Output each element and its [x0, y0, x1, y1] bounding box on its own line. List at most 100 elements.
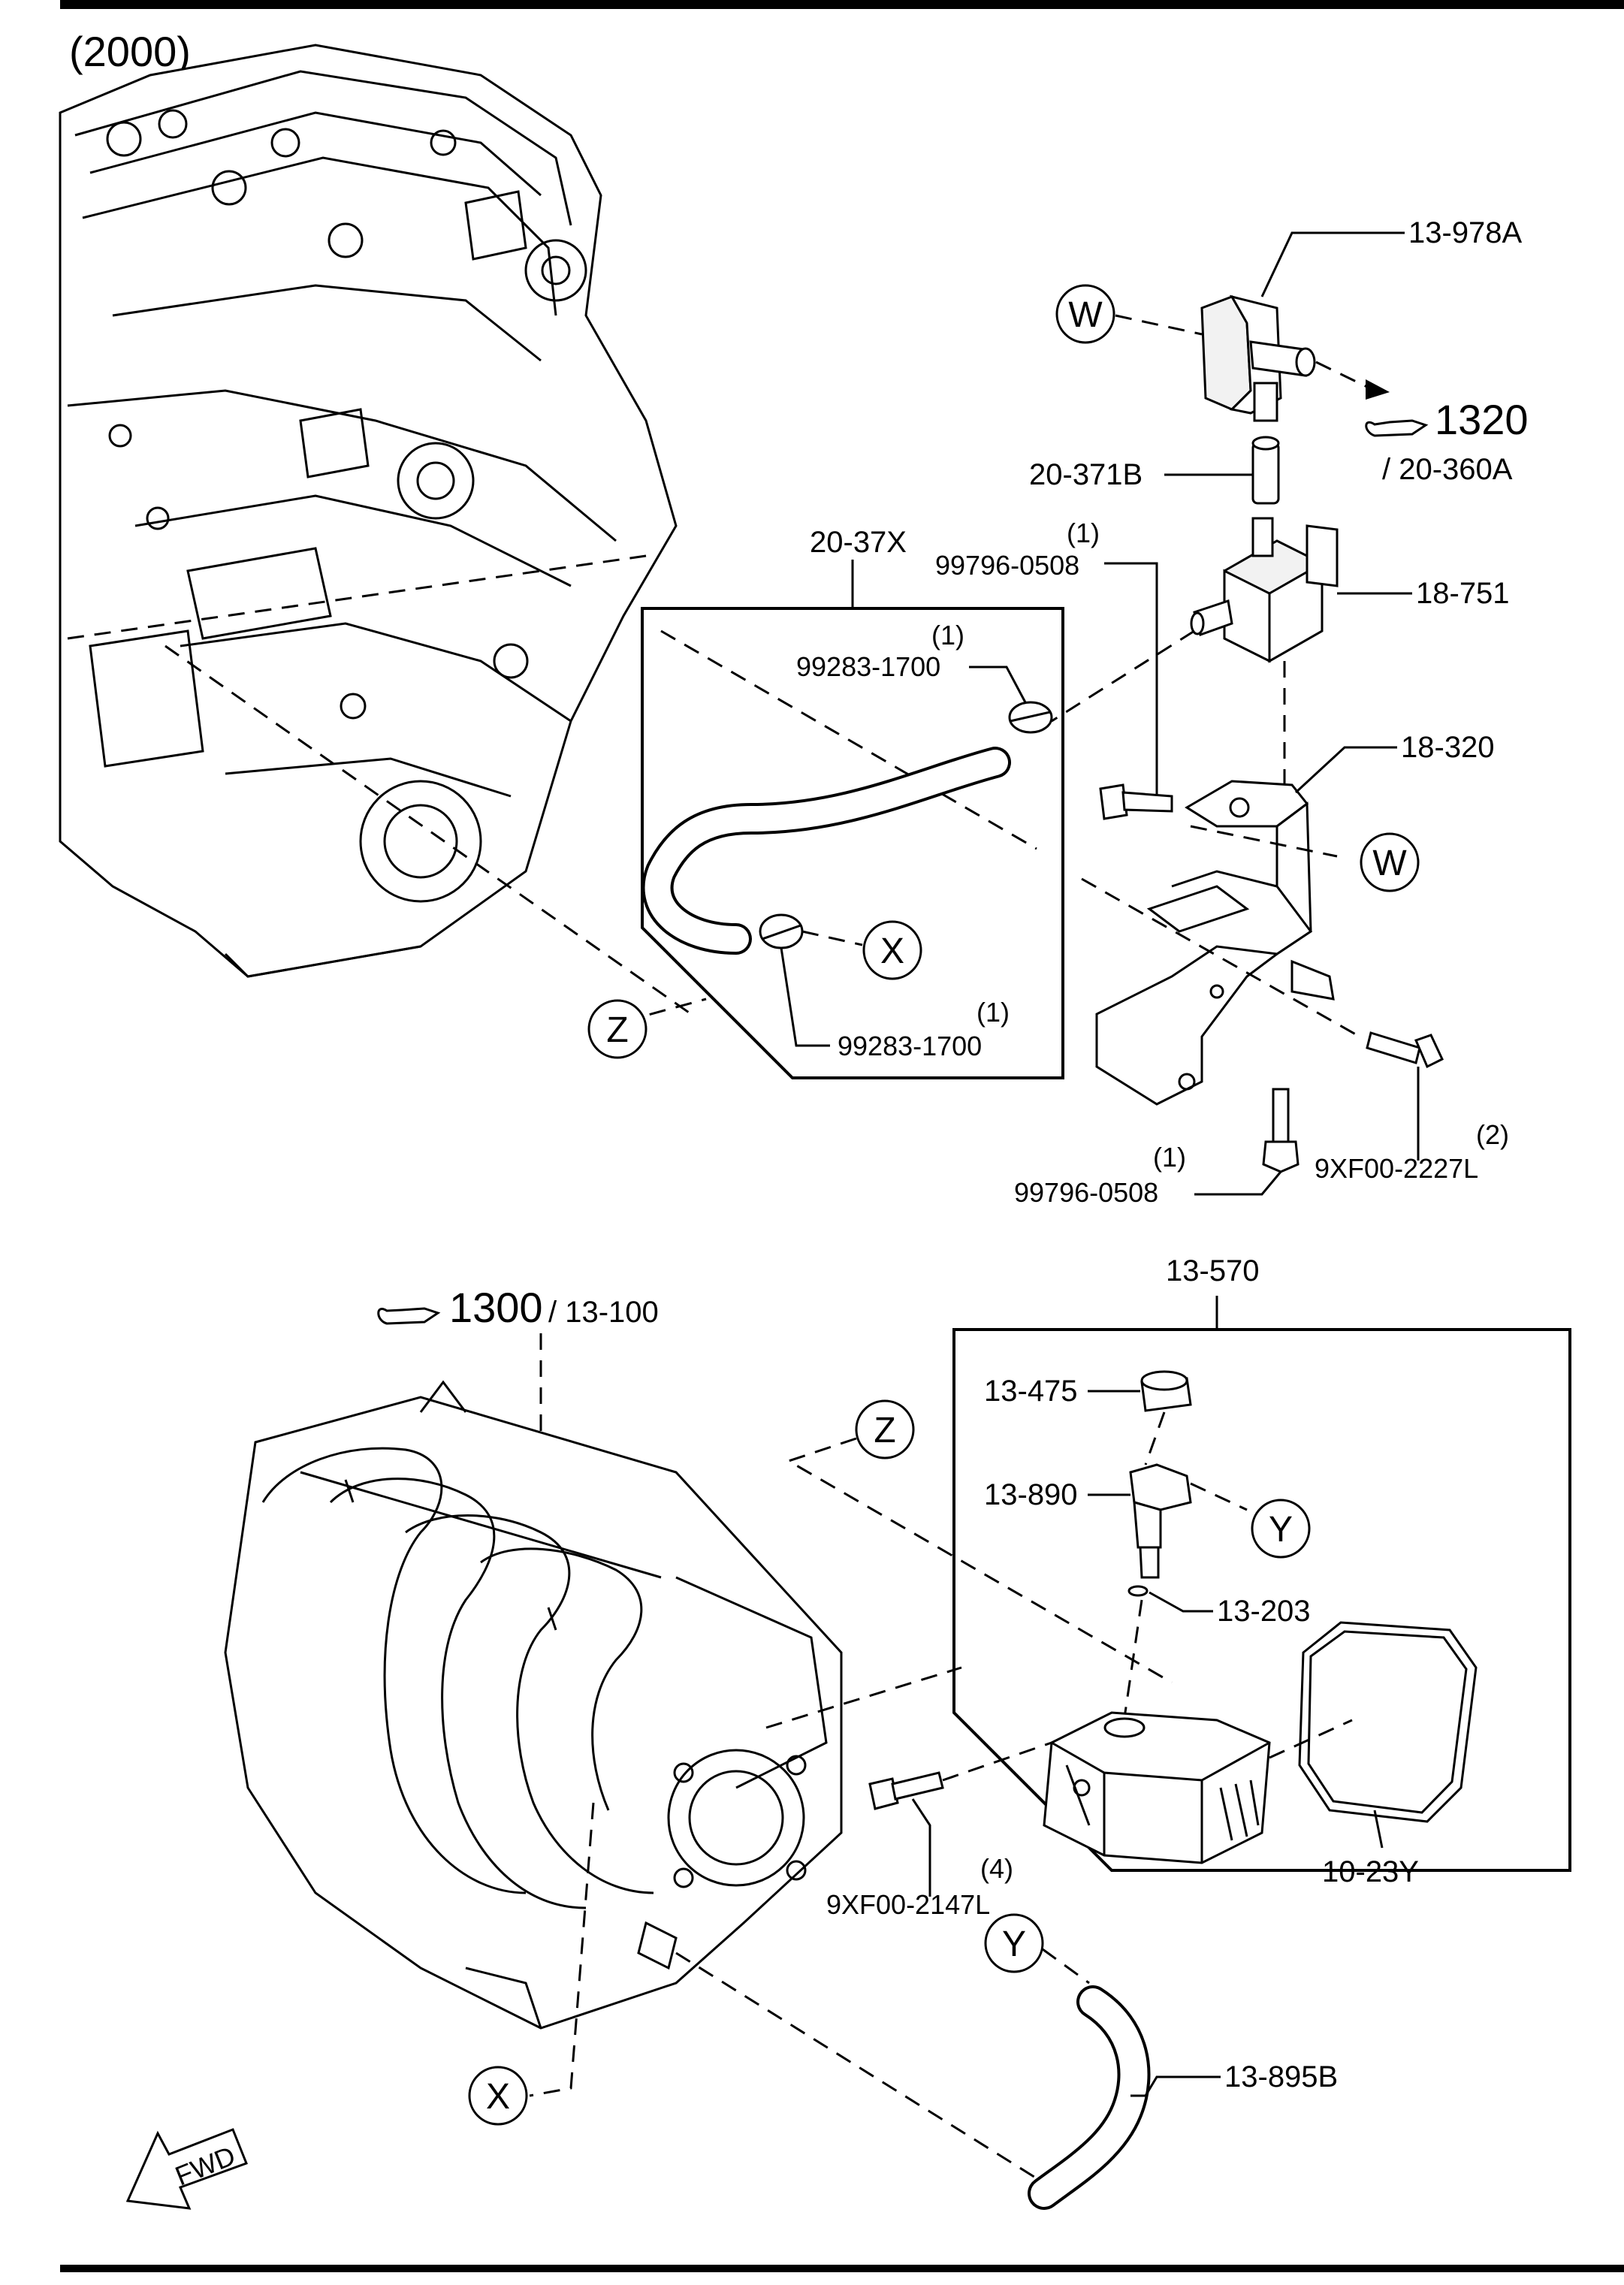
callout-w-top: W — [1055, 284, 1115, 344]
variant-label: (2000) — [69, 28, 191, 75]
leader-w-lower — [1190, 825, 1338, 858]
reference-1300: 1300 / 13-100 — [377, 1284, 659, 1331]
part-99283-1700-top: 99283-1700 — [796, 651, 940, 682]
callout-y-box: Y — [1251, 1499, 1311, 1559]
bolt-9XF00-2227L — [1366, 1031, 1444, 1069]
part-13-203: 13-203 — [1217, 1595, 1311, 1628]
svg-text:Y: Y — [1002, 1924, 1026, 1964]
part-20-37X: 20-37X — [810, 526, 907, 559]
part-10-23Y: 10-23Y — [1322, 1855, 1419, 1888]
svg-text:Y: Y — [1269, 1510, 1293, 1550]
leader-13-978A — [1260, 231, 1405, 297]
leader-engine-box-top — [67, 554, 647, 640]
box-dash-line — [660, 629, 1037, 850]
gasket-10-23Y-illustration — [1298, 1621, 1478, 1823]
pcv-cover-box — [952, 1328, 1571, 1872]
cylinder-head-cover-illustration — [1043, 1711, 1271, 1864]
part-13-203-illustration — [1127, 1585, 1149, 1597]
part-99796-0508-top: 99796-0508 — [935, 550, 1079, 581]
part-20-371B-illustration — [1251, 436, 1280, 505]
svg-text:1320: 1320 — [1435, 396, 1529, 443]
leader-99796-top — [1104, 562, 1158, 796]
qty-99796-top: (1) — [1067, 518, 1100, 548]
leader-cover-gasket — [1269, 1719, 1353, 1759]
part-13-890-illustration — [1129, 1463, 1192, 1579]
leader-manifold-hose — [675, 1951, 1037, 2180]
part-9XF00-2147L: 9XF00-2147L — [826, 1889, 990, 1920]
svg-text:X: X — [880, 931, 904, 971]
part-18-320-illustration — [1095, 780, 1335, 1106]
leader-13-203 — [1149, 1591, 1213, 1613]
leader-1320 — [1315, 361, 1375, 392]
leader-99283-top — [969, 666, 1027, 703]
leader-18-320 — [1294, 746, 1397, 794]
top-rule — [60, 0, 1624, 9]
bolt-99796-bottom — [1262, 1088, 1300, 1173]
qty-99283-top: (1) — [931, 620, 964, 650]
leader-bolt-cover — [942, 1741, 1052, 1782]
callout-x-top: X — [862, 920, 922, 980]
part-18-320: 18-320 — [1401, 731, 1495, 764]
leader-y-bottom — [1042, 1948, 1090, 1985]
part-13-570: 13-570 — [1166, 1254, 1260, 1287]
part-18-751: 18-751 — [1416, 577, 1510, 610]
engine-block-illustration — [59, 44, 678, 978]
part-13-895B: 13-895B — [1224, 2060, 1338, 2093]
part-13-475: 13-475 — [984, 1375, 1078, 1408]
callout-z-top: Z — [587, 999, 647, 1059]
svg-text:W: W — [1068, 295, 1103, 335]
part-13-890: 13-890 — [984, 1478, 1078, 1511]
part-13-978A-illustration — [1200, 294, 1316, 422]
leader-y-box — [1190, 1482, 1248, 1511]
svg-text:W: W — [1372, 844, 1407, 883]
leader-13-895B — [1130, 2075, 1221, 2097]
hose-clamp-bottom — [759, 913, 804, 949]
callout-w-lower: W — [1360, 832, 1420, 892]
intake-manifold-illustration — [224, 1380, 843, 2030]
svg-text:Z: Z — [874, 1411, 895, 1450]
svg-text:1300: 1300 — [449, 1284, 543, 1331]
part-13-978A: 13-978A — [1408, 216, 1523, 249]
leader-99283-bottom — [780, 947, 830, 1047]
bolt-9XF00-2147L — [868, 1771, 944, 1810]
leader-w-top — [1115, 314, 1203, 336]
part-18-751-illustration — [1190, 517, 1339, 663]
callout-x-bottom: X — [468, 2066, 528, 2126]
part-99796-0508-bottom: 99796-0508 — [1014, 1177, 1158, 1208]
leader-manifold-cover — [765, 1666, 962, 1729]
bottom-rule — [60, 2265, 1624, 2272]
leader-x-bottom — [529, 1802, 595, 2097]
leader-z-bottom — [786, 1437, 1173, 1684]
arrow-1320 — [1366, 379, 1390, 400]
qty-99283-bottom: (1) — [977, 997, 1010, 1028]
fwd-arrow-icon: FWD — [125, 2128, 248, 2210]
leader-cap-pcv — [1144, 1411, 1166, 1465]
leader-valve-hose — [1051, 629, 1195, 723]
qty-99796-bottom: (1) — [1153, 1142, 1186, 1173]
callout-z-bottom: Z — [855, 1399, 915, 1459]
hand-pointer-icon-1300 — [377, 1307, 441, 1325]
part-9XF00-2227L: 9XF00-2227L — [1315, 1153, 1478, 1184]
qty-9XF00-2147L: (4) — [980, 1853, 1013, 1884]
leader-9XF00-2147L — [911, 1798, 931, 1897]
callout-y-bottom: Y — [984, 1913, 1044, 1973]
leader-oring-cover — [1121, 1599, 1143, 1728]
part-99283-1700-bottom: 99283-1700 — [838, 1031, 982, 1061]
reference-1320: 1320 / 20-360A — [1365, 396, 1529, 486]
hand-pointer-icon — [1365, 419, 1429, 437]
svg-text:X: X — [486, 2077, 510, 2117]
svg-text:/ 20-360A: / 20-360A — [1382, 453, 1513, 486]
leader-10-23Y — [1373, 1810, 1384, 1849]
qty-9XF00-2227L: (2) — [1476, 1119, 1509, 1150]
leader-x-top — [801, 930, 863, 946]
part-20-371B: 20-371B — [1029, 458, 1143, 491]
bolt-99796-top — [1099, 783, 1173, 820]
svg-text:/ 13-100: / 13-100 — [548, 1296, 659, 1329]
hose-clamp-top — [1008, 701, 1053, 734]
hose-assembly-box — [641, 607, 1064, 1079]
part-13-475-illustration — [1140, 1370, 1192, 1412]
svg-text:Z: Z — [606, 1010, 628, 1050]
leader-99796-bottom — [1194, 1171, 1282, 1196]
